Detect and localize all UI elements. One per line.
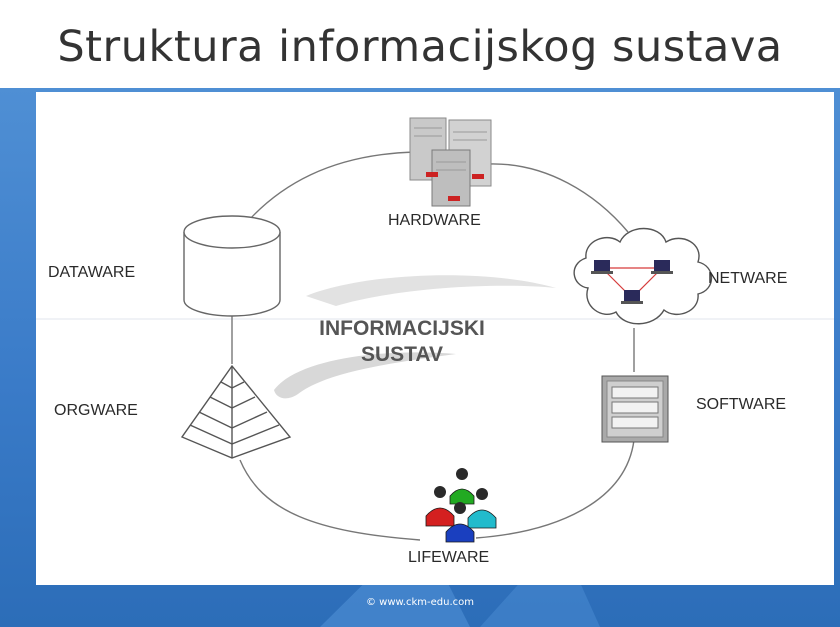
slide-title: Struktura informacijskog sustava [57, 22, 783, 72]
center-label-line1: INFORMACIJSKI [319, 317, 485, 340]
diagram-canvas [36, 117, 834, 543]
database-cylinder-icon [183, 215, 281, 317]
diagram-panel: HARDWARE DATAWARE NETWARE ORGWARE SOFTWA… [36, 92, 834, 585]
orgware-label: ORGWARE [54, 402, 138, 419]
center-label-line2: SUSTAV [360, 343, 444, 366]
dataware-label: DATAWARE [48, 264, 136, 281]
hardware-label: HARDWARE [388, 212, 481, 229]
netware-label: NETWARE [708, 270, 788, 287]
center-swirl [274, 275, 556, 399]
pyramid-icon [180, 364, 292, 459]
software-label: SOFTWARE [696, 396, 787, 413]
network-cloud-icon [573, 227, 713, 325]
software-window-icon [601, 375, 669, 443]
people-group-icon [425, 468, 497, 543]
footer-credit: © www.ckm-edu.com [366, 597, 474, 608]
lifeware-label: LIFEWARE [408, 549, 490, 566]
server-icon [409, 117, 492, 207]
center-label: INFORMACIJSKI SUSTAV [302, 316, 502, 368]
